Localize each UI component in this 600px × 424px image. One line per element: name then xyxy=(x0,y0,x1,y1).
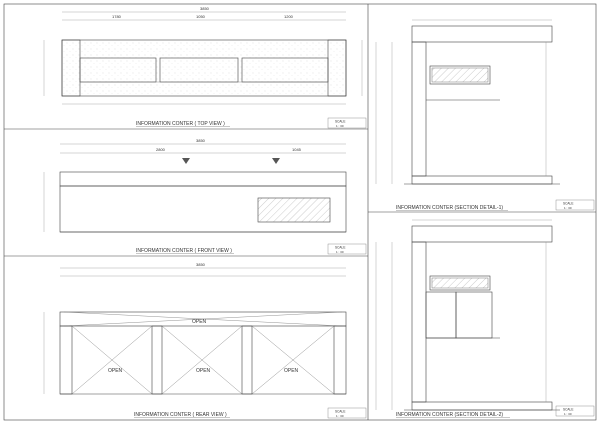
rear-open-top: OPEN xyxy=(192,319,207,325)
dim-rear-overall: 3850 xyxy=(196,262,206,267)
section-2-title: INFORMATION CONTER (SECTION DETAIL-2) xyxy=(396,412,503,418)
top-view-title: INFORMATION CONTER ( TOP VIEW ) xyxy=(136,121,225,127)
rear-open-bay-3: OPEN xyxy=(284,368,299,374)
dim-front-a: 2800 xyxy=(156,147,166,152)
rear-open-bay-2: OPEN xyxy=(196,368,211,374)
section-1-title: INFORMATION CONTER (SECTION DETAIL-1) xyxy=(396,205,503,211)
sec1-scale-label: SCALE xyxy=(563,202,573,206)
sheet-frames xyxy=(3,3,597,421)
rear-view-panel: 3850 OPEN OPEN OPEN OPEN INFORMATION CON… xyxy=(43,262,367,419)
sec1-scale-value: 1 : 30 xyxy=(564,206,572,210)
rear-view-title: INFORMATION CONTER ( REAR VIEW ) xyxy=(134,412,227,418)
dim-top-overall: 3850 xyxy=(200,6,210,11)
front-view-title: INFORMATION CONTER ( FRONT VIEW ) xyxy=(136,248,232,254)
top-view-panel: 3850 1780 1050 1200 INFORMATION CONTER (… xyxy=(43,6,367,129)
section-detail-2-panel: INFORMATION CONTER (SECTION DETAIL-2) SC… xyxy=(375,219,595,418)
top-scale-label: SCALE xyxy=(335,120,345,124)
top-scale-value: 1 : 30 xyxy=(336,124,344,128)
sec2-scale-value: 1 : 30 xyxy=(564,412,572,416)
front-scale-value: 1 : 30 xyxy=(336,250,344,254)
section-detail-1-panel: INFORMATION CONTER (SECTION DETAIL-1) SC… xyxy=(375,19,595,211)
dim-front-overall: 3850 xyxy=(196,138,206,143)
dim-top-c: 1200 xyxy=(284,14,294,19)
dim-front-b: 1045 xyxy=(292,147,302,152)
rear-scale-label: SCALE xyxy=(335,410,345,414)
front-scale-label: SCALE xyxy=(335,246,345,250)
rear-open-bay-1: OPEN xyxy=(108,368,123,374)
dim-top-a: 1780 xyxy=(112,14,122,19)
sec2-scale-label: SCALE xyxy=(563,408,573,412)
front-view-panel: 3850 2800 1045 INFORMATION CONTER ( FRON… xyxy=(43,138,367,255)
rear-scale-value: 1 : 30 xyxy=(336,414,344,418)
dim-top-b: 1050 xyxy=(196,14,206,19)
